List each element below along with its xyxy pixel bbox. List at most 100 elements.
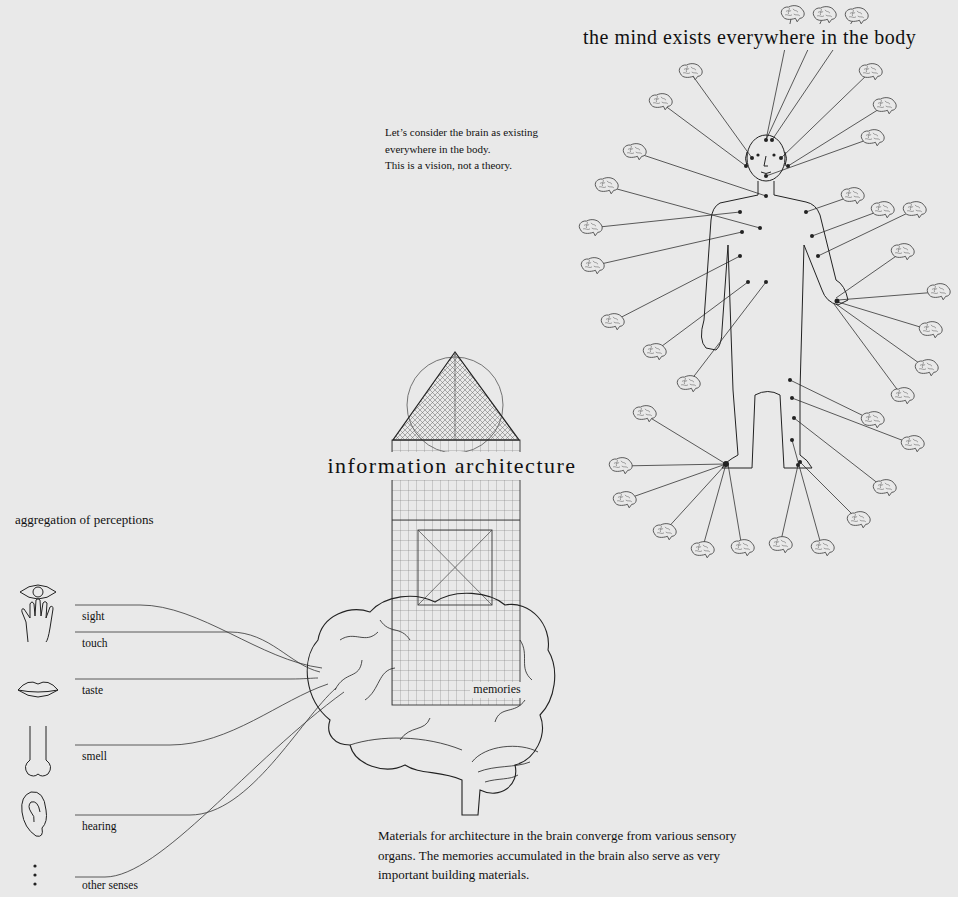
brain-icon bbox=[871, 202, 894, 218]
brain bbox=[307, 593, 554, 815]
more-dots bbox=[33, 864, 36, 885]
group-heading: aggregation of perceptions bbox=[15, 512, 154, 529]
note-text: Let’s consider the brain as existing eve… bbox=[385, 124, 575, 157]
cerebellum bbox=[472, 746, 538, 782]
body-point bbox=[746, 280, 750, 284]
body-point bbox=[764, 138, 768, 142]
brain-icon bbox=[859, 64, 882, 80]
lips-icon bbox=[18, 682, 58, 697]
sense-lines bbox=[75, 605, 344, 877]
caption: Materials for architecture in the brain … bbox=[378, 826, 768, 885]
leader-line bbox=[836, 252, 902, 298]
body-point bbox=[804, 210, 808, 214]
roof-ridge bbox=[455, 352, 456, 440]
brain-icon bbox=[633, 406, 656, 422]
body-point bbox=[744, 164, 748, 168]
leader-line bbox=[634, 152, 766, 196]
body-point bbox=[750, 156, 754, 160]
leader-line bbox=[624, 464, 726, 500]
brain-icon bbox=[601, 314, 624, 330]
nose-icon bbox=[25, 726, 50, 776]
brain-icon bbox=[903, 202, 926, 218]
brain-icon bbox=[643, 344, 666, 360]
leader-line bbox=[838, 292, 938, 300]
hand-icon bbox=[22, 599, 53, 643]
eye-pupil bbox=[33, 587, 43, 597]
dot bbox=[33, 873, 36, 876]
ear-icon bbox=[22, 792, 47, 837]
body-point bbox=[764, 280, 768, 284]
leader-line bbox=[788, 106, 884, 166]
leader-line bbox=[660, 102, 746, 166]
sense-label: smell bbox=[82, 749, 107, 764]
sense-icons bbox=[18, 585, 58, 836]
brain-icon bbox=[919, 322, 942, 338]
body-point bbox=[788, 378, 792, 382]
body-point bbox=[790, 438, 794, 442]
leader-line bbox=[612, 256, 740, 322]
dot bbox=[33, 882, 36, 885]
leader-line bbox=[838, 302, 930, 330]
brain-outline bbox=[307, 593, 554, 815]
leader-line bbox=[781, 72, 870, 158]
leader-lines bbox=[590, 14, 938, 550]
brain-icon bbox=[609, 458, 632, 474]
brain-icon bbox=[891, 388, 914, 404]
brain-icon bbox=[781, 6, 804, 22]
human-figure bbox=[701, 135, 848, 468]
sense-line bbox=[75, 632, 320, 672]
leader-line bbox=[620, 464, 726, 466]
dot bbox=[33, 864, 36, 867]
body-point bbox=[810, 234, 814, 238]
leader-line bbox=[690, 72, 752, 158]
brain-icon bbox=[679, 64, 702, 80]
brain-icon bbox=[581, 258, 604, 274]
brain-icon bbox=[653, 524, 676, 540]
figure-title: the mind exists everywhere in the body bbox=[580, 24, 919, 50]
body-point bbox=[770, 138, 774, 142]
brain-icon bbox=[579, 220, 602, 236]
brain-label: memories bbox=[470, 682, 523, 698]
brain-icon bbox=[691, 542, 714, 558]
sense-line bbox=[75, 605, 322, 668]
brain-icon bbox=[873, 98, 896, 114]
brain-icon bbox=[861, 130, 884, 146]
body-point bbox=[792, 416, 796, 420]
brain-icon bbox=[731, 540, 754, 556]
brain-icon bbox=[901, 436, 924, 452]
sense-label: taste bbox=[82, 683, 103, 698]
brain-icons bbox=[579, 6, 950, 558]
brain-icon bbox=[841, 188, 864, 204]
brain-icon bbox=[813, 7, 836, 23]
brain-icon bbox=[915, 360, 938, 376]
body-point bbox=[835, 299, 840, 304]
brain-icon bbox=[623, 144, 646, 160]
leader-line bbox=[836, 304, 926, 368]
body-point bbox=[816, 254, 820, 258]
leader-line bbox=[702, 464, 726, 550]
body-point bbox=[738, 254, 742, 258]
brain-icon bbox=[861, 412, 884, 428]
body-point bbox=[764, 174, 768, 178]
eye-point bbox=[756, 153, 759, 156]
leader-line bbox=[606, 186, 760, 228]
brain-folds bbox=[335, 620, 532, 750]
leader-line bbox=[794, 418, 884, 488]
leader-line bbox=[834, 304, 902, 396]
body-point bbox=[786, 164, 790, 168]
body-outline bbox=[701, 181, 848, 468]
note-text: This is a vision, not a theory. bbox=[385, 157, 512, 174]
brain-icon bbox=[873, 480, 896, 496]
brain-icon bbox=[613, 492, 636, 508]
sense-label: touch bbox=[82, 636, 108, 651]
body-point bbox=[758, 226, 762, 230]
leader-line bbox=[780, 465, 798, 545]
leader-line bbox=[654, 282, 748, 352]
facade-band bbox=[392, 520, 520, 521]
brain-icon bbox=[769, 537, 792, 553]
brain-icon bbox=[847, 512, 870, 528]
brain-icon bbox=[845, 8, 868, 24]
sense-label: other senses bbox=[82, 878, 138, 893]
body-points bbox=[723, 138, 840, 467]
